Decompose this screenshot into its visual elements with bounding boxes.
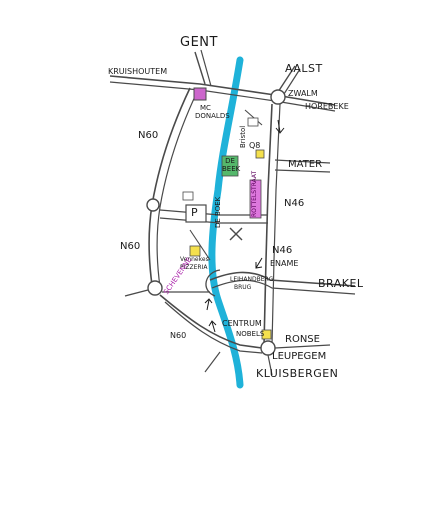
label-gent: GENT bbox=[180, 35, 218, 50]
road-n60-bottom bbox=[159, 294, 263, 349]
road-n46 bbox=[263, 103, 273, 346]
nobels-marker bbox=[261, 329, 272, 340]
pink-street-marker bbox=[249, 179, 262, 219]
label-leupegem: LEUPEGEM bbox=[272, 351, 327, 362]
roundabout-top bbox=[270, 89, 286, 105]
q8-marker bbox=[255, 149, 265, 159]
label-zwalm: ZWALM bbox=[288, 89, 318, 98]
road-aalst bbox=[277, 65, 296, 93]
label-pizzeria-1: Vennekes bbox=[180, 256, 209, 263]
label-mater: MATER bbox=[288, 159, 323, 170]
label-kruishoutem: KRUISHOUTEM bbox=[108, 67, 168, 76]
road-brakel bbox=[209, 271, 356, 287]
label-aalst: AALST bbox=[285, 62, 323, 75]
label-n46-mid: N46 bbox=[272, 245, 293, 256]
roundabout-left-bot bbox=[147, 280, 163, 296]
label-lidwina-2: BRUG bbox=[234, 284, 252, 291]
label-n60-top: N60 bbox=[138, 130, 159, 141]
road-top bbox=[109, 75, 336, 106]
label-kluisbergen: KLUISBERGEN bbox=[256, 367, 339, 380]
label-n46-top: N46 bbox=[284, 198, 305, 209]
label-n60-bot: N60 bbox=[170, 331, 187, 340]
label-lidwina-1: LEIHANDBERG bbox=[230, 276, 274, 283]
river bbox=[208, 56, 244, 389]
label-centrum: CENTRUM bbox=[222, 319, 262, 328]
label-mcdonalds-1: MC bbox=[200, 104, 211, 112]
parking-marker bbox=[185, 204, 207, 223]
label-n60-mid: N60 bbox=[120, 241, 141, 252]
roundabout-left-mid bbox=[146, 198, 160, 212]
label-stenen-brug: DE BOEK bbox=[214, 196, 222, 228]
label-nobels: NOBELS bbox=[236, 330, 265, 338]
label-brakel: BRAKEL bbox=[318, 277, 364, 290]
label-ename: ENAME bbox=[270, 259, 299, 268]
label-pizzeria-2: PIZZERIA bbox=[180, 264, 208, 271]
label-mcdonalds-2: DONALDS bbox=[195, 112, 230, 120]
label-horebeke: HOREBEKE bbox=[305, 102, 349, 111]
label-q8: Q8 bbox=[249, 141, 261, 150]
label-ronse: RONSE bbox=[285, 334, 320, 345]
mcdonalds-marker bbox=[193, 87, 207, 101]
pizzeria-marker bbox=[189, 245, 201, 257]
label-parking: P bbox=[191, 206, 199, 219]
road-gent bbox=[194, 51, 206, 85]
label-fuchsia-street: ROTTELSTRAAT bbox=[251, 170, 258, 217]
de-beek-marker bbox=[221, 155, 239, 177]
label-bristol: Bristol bbox=[239, 125, 247, 148]
